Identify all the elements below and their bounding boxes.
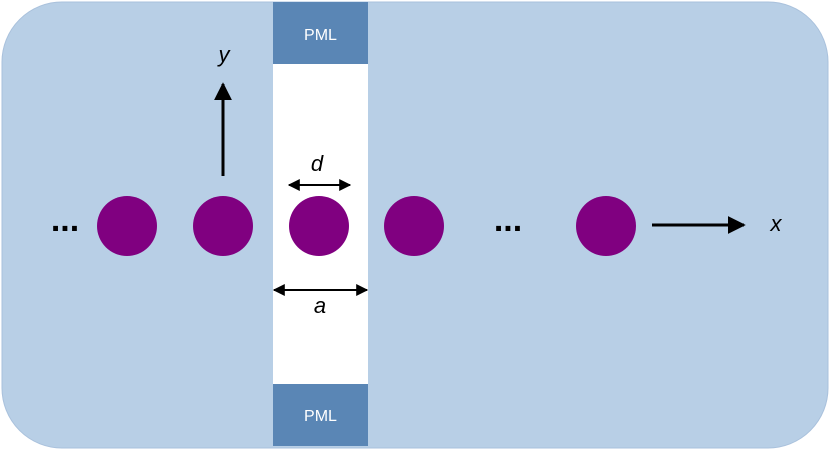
x-axis-label: x: [770, 211, 783, 236]
particle: [384, 196, 444, 256]
particle: [97, 196, 157, 256]
pml-bottom-region: [273, 384, 368, 446]
particle: [193, 196, 253, 256]
particle-unit-cell: [289, 196, 349, 256]
pml-top-region: [273, 2, 368, 64]
left-ellipsis: ...: [51, 201, 79, 239]
pml-bottom-label: PML: [304, 408, 337, 425]
middle-ellipsis: ...: [494, 201, 522, 239]
d-label: d: [311, 151, 324, 176]
particle: [576, 196, 636, 256]
y-axis-label: y: [217, 42, 232, 67]
pml-top-label: PML: [304, 27, 337, 44]
a-label: a: [314, 293, 326, 318]
